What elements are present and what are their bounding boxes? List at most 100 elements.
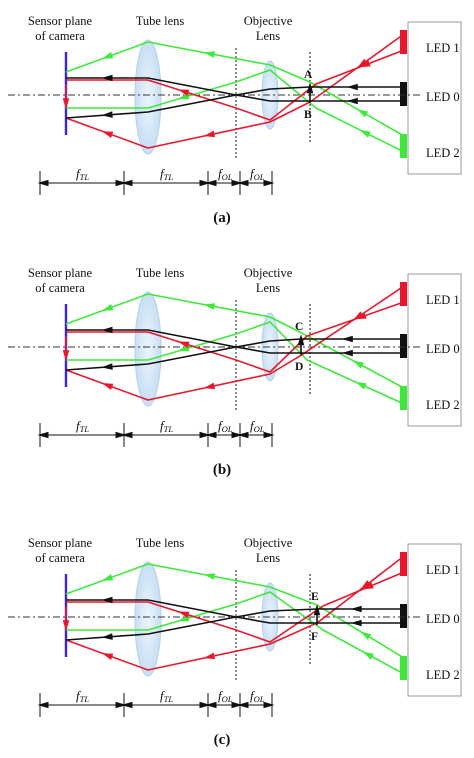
focal-subscript: TL (164, 424, 174, 434)
green-ray-lower (66, 321, 405, 405)
led0-label: LED 0 (426, 90, 460, 104)
focal-label-0: fTL (76, 688, 89, 704)
red-ray-lower (65, 33, 405, 149)
green-ray-lower-arrow-0 (355, 381, 367, 390)
focal-subscript: OL (222, 172, 233, 182)
point-top-label: A (304, 69, 313, 81)
focal-symbol: f (76, 418, 82, 433)
red-ray-lower (65, 285, 405, 401)
focal-label-3: fOL (250, 688, 265, 704)
dimension-arrow-right-3 (263, 701, 275, 709)
focal-subscript: OL (254, 172, 265, 182)
led2-source (400, 386, 407, 410)
led2-source (400, 134, 407, 158)
green-ray-upper (65, 563, 405, 659)
red-ray-lower-arrow-1 (203, 382, 216, 390)
focal-label-1: fTL (160, 688, 173, 704)
green-ray-lower (66, 69, 405, 153)
green-ray-upper (65, 293, 405, 389)
point-bottom-label: F (311, 631, 318, 643)
focal-subscript: TL (164, 172, 174, 182)
dimension-arrow-right-2 (231, 179, 243, 187)
focal-symbol: f (218, 418, 224, 433)
focal-label-3: fOL (250, 418, 265, 434)
dimension-arrow-right-1 (199, 431, 211, 439)
sensor-plane-label: Sensor plane (28, 536, 93, 550)
point-top-label: C (295, 321, 303, 333)
red-ray-upper-arrow-1 (177, 341, 190, 349)
dimension-arrow-left-2 (205, 179, 217, 187)
focal-label-2: fOL (218, 166, 233, 182)
focal-subscript: OL (254, 424, 265, 434)
green-ray-lower-arrow-0 (359, 129, 371, 138)
sensor-plane-label-2: of camera (35, 551, 85, 565)
focal-symbol: f (250, 166, 256, 181)
red-ray-lower-arrow-0 (360, 580, 372, 590)
sensor-image-arrowhead (62, 620, 70, 632)
object-arrowhead (306, 82, 314, 94)
tube-lens-label: Tube lens (136, 266, 185, 280)
dimension-arrow-right-3 (263, 431, 275, 439)
red-ray-lower-arrow-0 (357, 58, 369, 68)
focal-subscript: OL (254, 694, 265, 704)
green-ray-upper-arrow-1 (203, 51, 216, 58)
object-arrowhead (297, 334, 305, 346)
focal-label-1: fTL (160, 418, 173, 434)
dimension-arrow-left-2 (205, 701, 217, 709)
black-ray-top-arrow-1 (101, 111, 113, 118)
tube-lens-shape (134, 291, 162, 407)
focal-label-3: fOL (250, 166, 265, 182)
black-ray-bottom-arrow-1 (101, 74, 113, 82)
sensor-plane-label-2: of camera (35, 29, 85, 43)
red-ray-lower-arrow-2 (101, 653, 114, 660)
green-ray-upper-arrow-0 (352, 360, 365, 369)
point-bottom-label: D (295, 361, 303, 373)
point-bottom-label: B (304, 109, 312, 121)
led2-label: LED 2 (426, 668, 460, 682)
focal-symbol: f (76, 688, 82, 703)
dimension-arrow-left-1 (121, 431, 133, 439)
tube-lens-label: Tube lens (136, 14, 185, 28)
dimension-arrow-right-2 (231, 701, 243, 709)
green-ray-upper-arrow-1 (203, 303, 216, 310)
dimension-arrow-right-0 (115, 701, 127, 709)
red-ray-upper (66, 301, 405, 373)
objective-label-2: Lens (256, 29, 280, 43)
focal-label-1: fTL (160, 166, 173, 182)
dimension-arrow-left-0 (37, 179, 49, 187)
focal-symbol: f (250, 688, 256, 703)
point-top-label: E (311, 591, 319, 603)
dimension-arrow-right-0 (115, 431, 127, 439)
dimension-arrow-left-0 (37, 701, 49, 709)
led2-label: LED 2 (426, 146, 460, 160)
led2-label: LED 2 (426, 398, 460, 412)
dimension-arrow-right-1 (199, 701, 211, 709)
red-ray-upper (66, 49, 405, 121)
led0-source (400, 334, 407, 358)
focal-subscript: OL (222, 424, 233, 434)
panel-caption: (a) (213, 210, 231, 226)
led1-label: LED 1 (426, 563, 460, 577)
objective-label: Objective (244, 14, 293, 28)
objective-label: Objective (244, 266, 293, 280)
focal-symbol: f (160, 688, 166, 703)
sensor-plane-label-2: of camera (35, 281, 85, 295)
focal-symbol: f (218, 688, 224, 703)
red-ray-upper-arrow-0 (359, 60, 371, 68)
sensor-image-arrowhead (62, 98, 70, 110)
black-ray-bottom (66, 77, 404, 102)
black-ray-top-arrow-0 (346, 83, 358, 91)
led1-source (400, 30, 407, 54)
green-ray-upper-arrow-0 (356, 108, 369, 118)
focal-symbol: f (160, 166, 166, 181)
focal-subscript: TL (80, 172, 90, 182)
led1-source (400, 552, 407, 576)
black-ray-bottom-arrow-0 (350, 619, 362, 627)
black-ray-top-arrow-1 (101, 363, 113, 370)
focal-subscript: TL (164, 694, 174, 704)
led-panel (407, 273, 462, 427)
black-ray-bottom (66, 599, 404, 624)
object-arrowhead (313, 604, 321, 616)
